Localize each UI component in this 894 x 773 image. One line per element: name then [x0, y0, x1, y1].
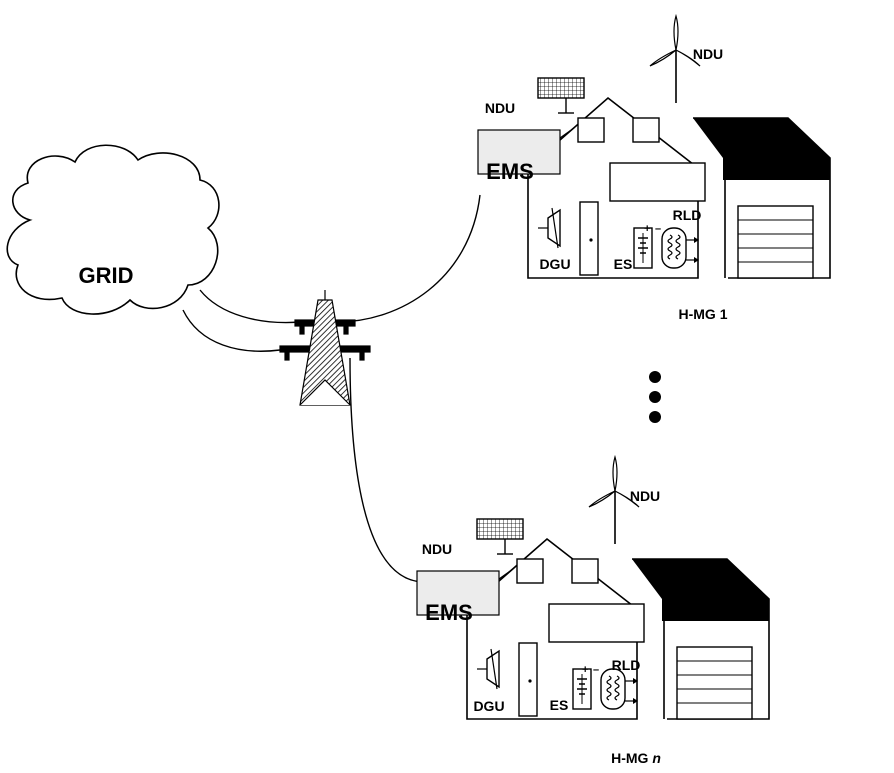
ems-label-n: EMS — [425, 600, 473, 625]
grid-label: GRID — [79, 263, 134, 288]
hmg-caption-n: H-MG n — [611, 750, 661, 766]
ndu-wind-label-1: NDU — [693, 46, 723, 62]
hmg-caption-1: H-MG 1 — [678, 306, 727, 322]
dgu-label-1: DGU — [539, 256, 570, 272]
more-homes-ellipsis — [649, 371, 661, 423]
microgrid-home-n — [416, 456, 770, 720]
rld-label-1: RLD — [673, 207, 702, 223]
microgrid-home-1 — [477, 15, 831, 279]
ndu-solar-label-n: NDU — [422, 541, 452, 557]
battery-minus-1: – — [655, 223, 661, 235]
battery-plus-1: + — [644, 223, 650, 235]
ndu-wind-label-n: NDU — [630, 488, 660, 504]
grid-cloud — [6, 144, 220, 315]
ems-label-1: EMS — [486, 159, 534, 184]
rld-label-n: RLD — [612, 657, 641, 673]
es-label-1: ES — [614, 256, 633, 272]
transmission-tower-icon — [279, 290, 371, 406]
battery-plus-n: + — [582, 664, 588, 676]
es-label-n: ES — [550, 697, 569, 713]
battery-minus-n: – — [593, 664, 599, 676]
power-lines — [182, 194, 481, 583]
ndu-solar-label-1: NDU — [485, 100, 515, 116]
dgu-label-n: DGU — [473, 698, 504, 714]
